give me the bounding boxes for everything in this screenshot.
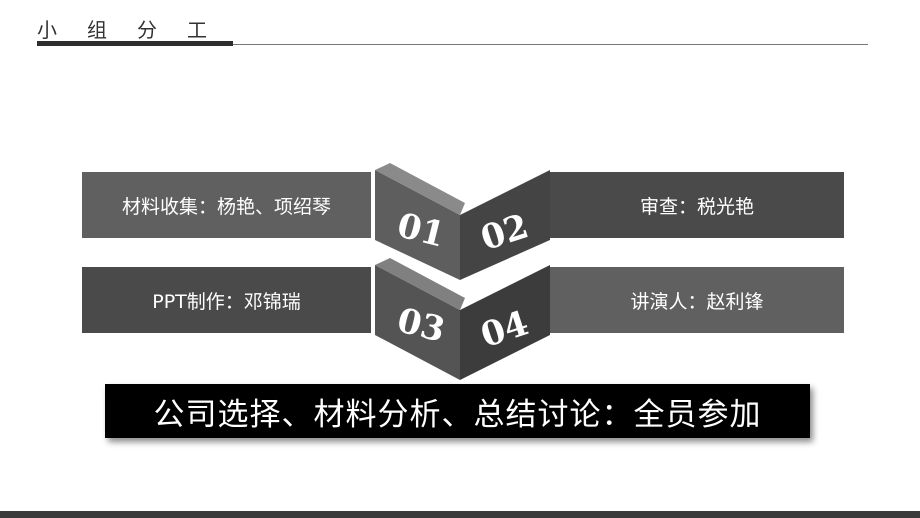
task-label: 讲演人：赵利锋 bbox=[630, 290, 764, 313]
task-label: 材料收集：杨艳、项绍琴 bbox=[121, 195, 331, 218]
page-title: 小组分工 bbox=[37, 18, 237, 42]
summary-banner-text: 公司选择、材料分析、总结讨论：全员参加 bbox=[153, 396, 762, 433]
task-label: PPT制作：邓锦瑞 bbox=[152, 290, 301, 313]
chevron-02-face bbox=[460, 170, 550, 280]
chevron-01-face bbox=[375, 170, 460, 280]
footer-bar bbox=[0, 511, 920, 518]
chevron-04-face bbox=[460, 265, 550, 380]
task-box-ppt: PPT制作：邓锦瑞 bbox=[82, 267, 371, 333]
task-box-presenter: 讲演人：赵利锋 bbox=[550, 267, 844, 333]
summary-banner: 公司选择、材料分析、总结讨论：全员参加 bbox=[105, 384, 810, 438]
task-box-material-collection: 材料收集：杨艳、项绍琴 bbox=[82, 172, 371, 238]
title-underline bbox=[37, 44, 868, 45]
task-label: 审查：税光艳 bbox=[639, 195, 754, 218]
task-box-review: 审查：税光艳 bbox=[550, 172, 844, 238]
number-chevrons: 01 02 03 04 bbox=[375, 163, 550, 380]
chevron-03-face bbox=[375, 265, 460, 380]
title-accent-bar bbox=[37, 41, 233, 46]
